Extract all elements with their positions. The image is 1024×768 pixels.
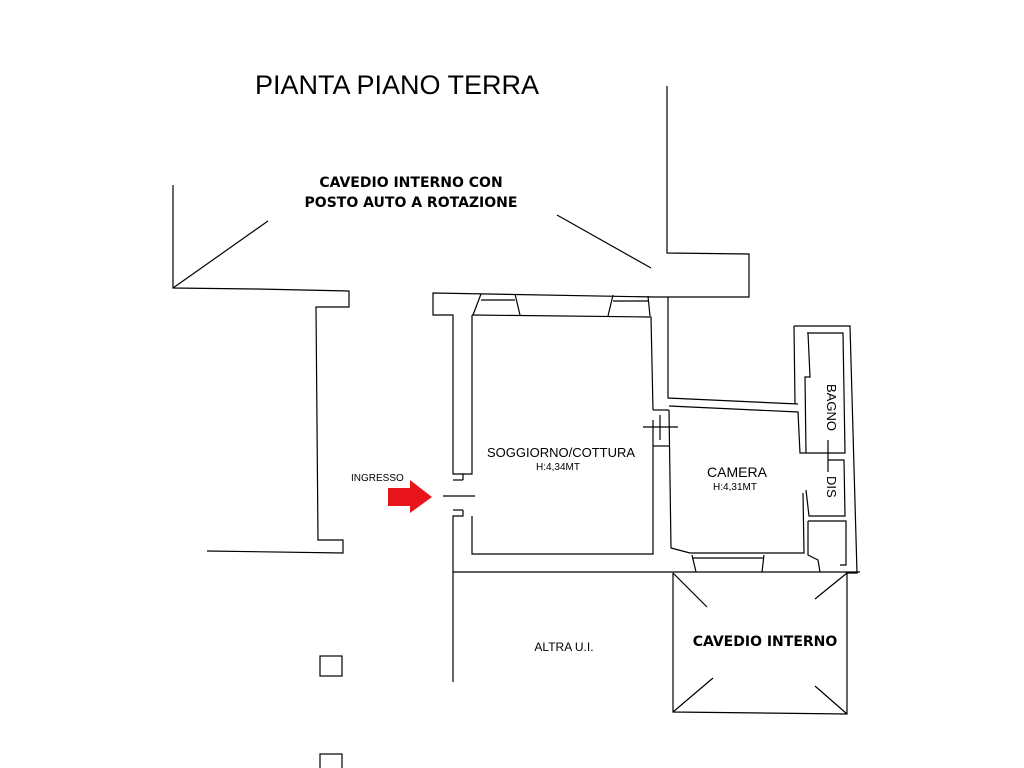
courtyard-bottom-outline [319, 572, 848, 768]
living-room-height: H:4,34MT [536, 462, 580, 473]
hallway-label: DIS [824, 476, 839, 498]
living-room-label: SOGGIORNO/COTTURA [487, 445, 635, 460]
bedroom-height: H:4,31MT [713, 482, 757, 493]
entrance-arrow-icon [388, 480, 432, 513]
courtyard-top-label-1: CAVEDIO INTERNO CON [319, 175, 502, 191]
bedroom-label: CAMERA [707, 464, 768, 480]
courtyard-bottom-label: CAVEDIO INTERNO [693, 634, 838, 650]
plan-title: PIANTA PIANO TERRA [255, 70, 539, 100]
courtyard-top-label-2: POSTO AUTO A ROTAZIONE [305, 195, 518, 211]
entrance-label: INGRESSO [351, 473, 404, 484]
other-unit-label: ALTRA U.I. [534, 640, 593, 654]
courtyard-outline [172, 86, 750, 554]
bathroom-label: BAGNO [824, 384, 839, 431]
building-walls [432, 292, 860, 574]
